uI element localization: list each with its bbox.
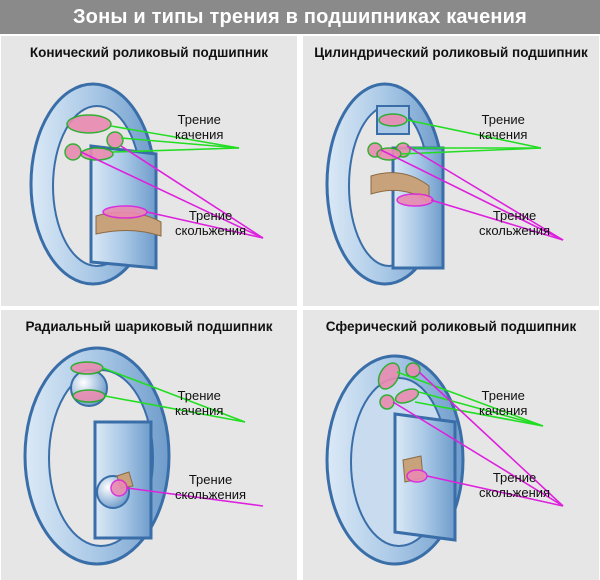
- panel-cylindrical-roller-bearing: Цилиндрический роликовый подшипник: [303, 36, 599, 306]
- spherical-roller-bearing-illustration: [325, 354, 564, 566]
- title-bar: Зоны и типы трения в подшипниках качения: [0, 0, 600, 34]
- panel-title: Конический роликовый подшипник: [29, 45, 269, 60]
- sliding-zone: [102, 205, 148, 219]
- sliding-zone: [406, 469, 428, 483]
- tapered-roller-bearing-illustration: [29, 82, 264, 286]
- sliding-leader-lines: [80, 145, 264, 239]
- panel-title: Сферический роликовый подшипник: [325, 319, 577, 334]
- sliding-zone: [64, 143, 82, 161]
- sliding-zone: [110, 479, 128, 497]
- panel-title: Радиальный шариковый подшипник: [25, 319, 273, 334]
- radial-ball-bearing-illustration: [23, 346, 264, 566]
- panel-title: Цилиндрический роликовый подшипник: [314, 45, 588, 60]
- rolling-zone: [378, 113, 408, 127]
- rolling-leader-lines: [110, 125, 240, 153]
- rolling-leader-lines: [400, 119, 542, 155]
- rolling-leader-lines: [102, 367, 246, 423]
- cylindrical-roller-bearing-illustration: [325, 82, 564, 286]
- panel-spherical-roller-bearing: Сферический роликовый подшипник: [303, 310, 599, 580]
- sliding-zone: [396, 193, 434, 207]
- rolling-zone: [66, 114, 112, 134]
- sliding-zone: [106, 131, 124, 149]
- sliding-zone: [379, 394, 395, 410]
- rolling-zone: [394, 388, 420, 404]
- sliding-leader-lines: [126, 487, 264, 507]
- panel-tapered-roller-bearing: Конический роликовый подшипник: [1, 36, 297, 306]
- sliding-leader-lines: [380, 145, 564, 241]
- page-title: Зоны и типы трения в подшипниках качения: [72, 5, 528, 28]
- rolling-leader-lines: [396, 371, 544, 427]
- panel-radial-ball-bearing: Радиальный шариковый подшипник: [1, 310, 297, 580]
- rolling-zone: [70, 361, 104, 375]
- rolling-zone: [377, 362, 401, 390]
- inner-ring-section: [391, 146, 445, 270]
- rolling-zone: [72, 389, 106, 403]
- sliding-leader-lines: [392, 371, 564, 507]
- sliding-zone: [405, 362, 421, 378]
